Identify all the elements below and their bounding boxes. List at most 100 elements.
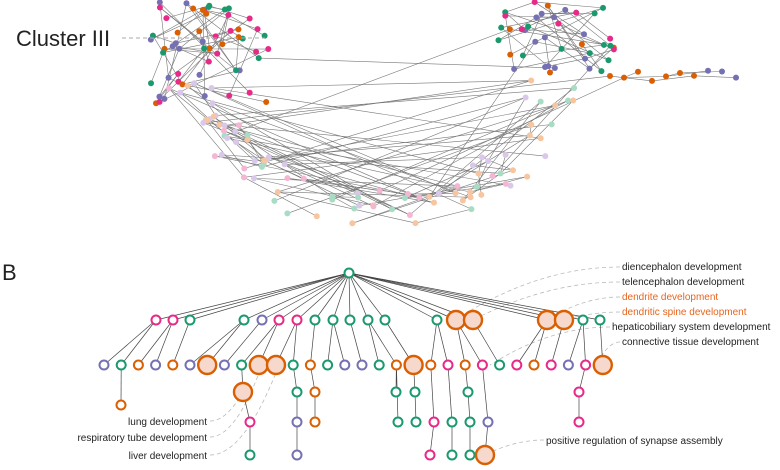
go-term-node xyxy=(580,359,592,371)
term-label: connective tissue development xyxy=(622,337,759,348)
network-edge xyxy=(264,160,304,179)
network-node xyxy=(452,190,459,197)
go-term-node xyxy=(291,416,303,428)
go-term-node xyxy=(115,399,127,411)
network-node xyxy=(607,35,614,42)
network-edge xyxy=(505,15,515,70)
network-node xyxy=(598,68,605,75)
go-term-node xyxy=(428,416,440,428)
go-term-node xyxy=(218,359,230,371)
network-node xyxy=(271,197,278,204)
go-term-node xyxy=(573,416,585,428)
network-node xyxy=(542,64,549,71)
tree-edge xyxy=(332,272,350,321)
network-node xyxy=(265,46,272,53)
tree-edge xyxy=(348,272,386,321)
network-node xyxy=(199,38,206,45)
network-node xyxy=(251,158,258,165)
network-node xyxy=(258,163,265,170)
tree-edge xyxy=(155,272,350,321)
tree-edge xyxy=(436,319,449,366)
tree-edge xyxy=(224,319,263,366)
go-term-node xyxy=(291,449,303,461)
network-node xyxy=(528,121,535,128)
network-edge xyxy=(182,48,210,85)
network-edge xyxy=(476,160,489,187)
network-edge xyxy=(505,1,535,13)
go-term-node xyxy=(390,359,402,371)
network-node xyxy=(416,194,423,201)
tree-edge xyxy=(348,272,351,321)
go-term-node-large xyxy=(474,444,496,466)
network-node xyxy=(467,189,474,196)
network-node xyxy=(205,58,212,65)
network-node xyxy=(147,36,154,43)
network-node xyxy=(607,42,614,49)
network-node xyxy=(166,85,173,92)
go-term-node-large xyxy=(462,309,484,331)
tree-edge xyxy=(367,319,380,366)
network-node xyxy=(537,98,544,105)
panel-letter: B xyxy=(2,260,17,285)
network-node xyxy=(649,77,655,84)
network-node xyxy=(719,68,725,75)
network-node xyxy=(538,10,545,17)
network-node xyxy=(691,72,697,79)
network-node xyxy=(562,6,569,13)
network-node xyxy=(551,14,558,21)
go-term-node xyxy=(462,386,474,398)
tree-edge xyxy=(314,272,350,321)
network-edge xyxy=(277,191,416,224)
network-node xyxy=(281,161,288,168)
tree-edge xyxy=(310,319,316,366)
tree-edge xyxy=(261,272,350,321)
network-edge xyxy=(215,87,575,116)
network-node xyxy=(177,89,184,96)
network-node xyxy=(467,194,474,201)
network-node xyxy=(235,122,242,129)
go-term-node xyxy=(98,359,110,371)
go-term-node xyxy=(291,386,303,398)
network-edge xyxy=(224,135,511,186)
network-node xyxy=(156,4,163,11)
network-edge xyxy=(693,75,737,78)
network-node xyxy=(635,68,641,75)
network-node xyxy=(227,27,234,34)
network-node xyxy=(205,4,212,11)
network-node xyxy=(196,28,203,35)
network-node xyxy=(502,12,509,19)
tree-nodes xyxy=(98,267,613,466)
network-edge xyxy=(194,82,456,194)
network-node xyxy=(208,84,215,91)
cluster-network-nodes xyxy=(147,0,739,227)
network-node xyxy=(156,98,163,105)
go-term-node-large xyxy=(196,354,218,376)
tree-edge xyxy=(155,319,174,366)
network-edge xyxy=(498,7,604,41)
network-node xyxy=(241,165,248,172)
network-node xyxy=(261,32,268,39)
network-edge xyxy=(609,75,653,82)
network-node xyxy=(370,203,377,210)
network-node xyxy=(621,74,627,81)
network-node xyxy=(246,15,253,22)
network-edge xyxy=(203,75,611,124)
network-node xyxy=(219,41,226,48)
network-edge xyxy=(492,45,611,177)
tree-edge xyxy=(241,319,280,366)
go-term-node xyxy=(446,449,458,461)
network-edge xyxy=(192,8,237,71)
network-node xyxy=(218,151,225,158)
network-edge xyxy=(274,97,526,202)
network-node xyxy=(313,213,320,220)
network-node xyxy=(537,135,544,142)
network-edge xyxy=(180,92,479,174)
term-label: respiratory tube development xyxy=(77,433,207,444)
network-node xyxy=(165,74,172,81)
network-node xyxy=(199,6,206,13)
tree-edge xyxy=(429,421,435,456)
go-term-node xyxy=(373,359,385,371)
go-term-node xyxy=(459,359,471,371)
network-node xyxy=(663,73,669,80)
network-node xyxy=(518,26,525,33)
